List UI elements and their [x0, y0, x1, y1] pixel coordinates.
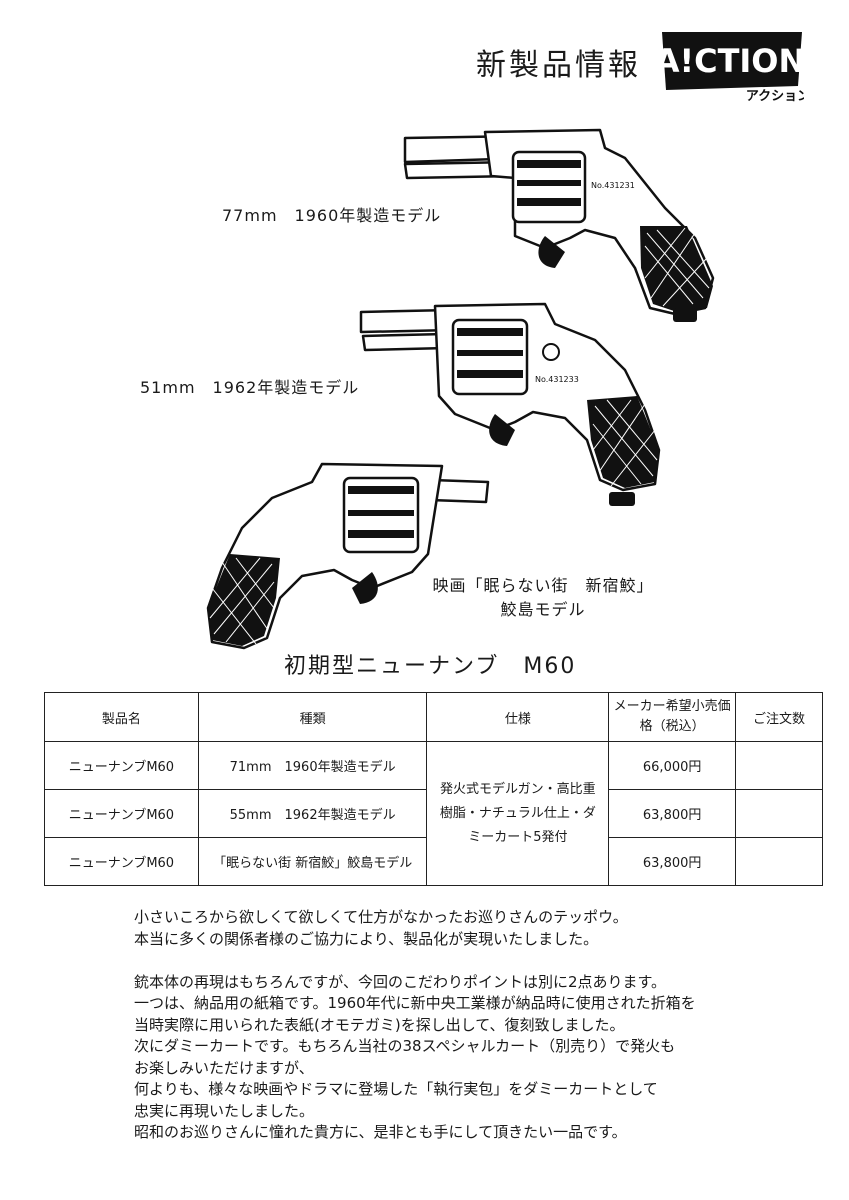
product-table: 製品名 種類 仕様 メーカー希望小売価格（税込） ご注文数 ニューナンブM60 … — [44, 692, 823, 886]
caption-gun-51mm: 51mm 1962年製造モデル — [140, 378, 360, 397]
header-product-name: 製品名 — [44, 692, 199, 742]
spec-line: 発火式モデルガン・高比重 — [440, 781, 596, 797]
svg-text:アクション: アクション — [746, 89, 804, 102]
description-line: 銃本体の再現はもちろんですが、今回のこだわりポイントは別に2点あります。 — [134, 972, 666, 991]
table-row: ニューナンブM60 71mm 1960年製造モデル 発火式モデルガン・高比重 樹… — [44, 741, 823, 886]
header-order-qty: ご注文数 — [735, 692, 823, 742]
caption-gun-samejima-line1: 映画「眠らない街 新宿鮫」 — [432, 576, 654, 595]
cell-type: 71mm 1960年製造モデル — [197, 741, 428, 790]
cell-price: 63,800円 — [608, 837, 737, 886]
description-line: 一つは、納品用の紙箱です。1960年代に新中央工業様が納品時に使用された折箱を — [134, 994, 696, 1012]
description-text: 小さいころから欲しくて欲しくて仕方がなかったお巡りさんのテッポウ。 本当に多くの… — [134, 907, 824, 1144]
description-line: お楽しみいただけますが、 — [134, 1058, 314, 1077]
brand-logo: A!CTION アクション — [658, 32, 804, 102]
table-header-row: 製品名 種類 仕様 メーカー希望小売価格（税込） ご注文数 — [44, 692, 823, 742]
description-line: 次にダミーカートです。もちろん当社の38スペシャルカート（別売り）で発火も — [134, 1037, 676, 1055]
cell-type: 55mm 1962年製造モデル — [197, 789, 428, 838]
cell-order-qty[interactable] — [735, 837, 823, 886]
spec-line: 樹脂・ナチュラル仕上・ダ — [439, 805, 596, 821]
description-line: 昭和のお巡りさんに憧れた貴方に、是非とも手にして頂きたい一品です。 — [134, 1123, 627, 1141]
revolver-samejima-illustration — [206, 462, 490, 650]
cell-order-qty[interactable] — [735, 789, 823, 838]
cell-product-name: ニューナンブM60 — [44, 741, 199, 790]
header-price: メーカー希望小売価格（税込） — [608, 692, 737, 742]
svg-text:No.431231: No.431231 — [591, 181, 635, 190]
caption-gun-77mm: 77mm 1960年製造モデル — [222, 206, 442, 225]
cell-order-qty[interactable] — [735, 741, 823, 790]
description-line: 当時実際に用いられた表紙(オモテガミ)を探し出して、復刻致しました。 — [134, 1015, 625, 1034]
cell-spec: 発火式モデルガン・高比重 樹脂・ナチュラル仕上・ダ ミーカート5発付 — [426, 741, 610, 886]
description-line: 忠実に再現いたしました。 — [134, 1101, 315, 1120]
description-line: 小さいころから欲しくて欲しくて仕方がなかったお巡りさんのテッポウ。 — [134, 908, 628, 926]
table-row: ニューナンブM60 55mm 1962年製造モデル 63,800円 — [44, 789, 823, 838]
description-line: 何よりも、様々な映画やドラマに登場した「執行実包」をダミーカートとして — [134, 1080, 658, 1098]
cell-price: 63,800円 — [608, 789, 737, 838]
revolver-51mm-illustration: No.431233 — [359, 302, 661, 506]
cell-price: 66,000円 — [608, 741, 737, 790]
cell-product-name: ニューナンブM60 — [44, 789, 199, 838]
cell-type: 「眠らない街 新宿鮫」鮫島モデル — [197, 837, 428, 886]
description-line: 本当に多くの関係者様のご協力により、製品化が実現いたしました。 — [134, 929, 599, 948]
cell-product-name: ニューナンブM60 — [44, 837, 199, 886]
svg-text:A!CTION: A!CTION — [658, 42, 804, 80]
caption-gun-samejima-line2: 鮫島モデル — [500, 600, 586, 619]
table-row: ニューナンブM60 「眠らない街 新宿鮫」鮫島モデル 63,800円 — [44, 837, 823, 886]
spec-line: ミーカート5発付 — [468, 829, 568, 845]
svg-text:No.431233: No.431233 — [535, 375, 579, 384]
page-title: 新製品情報 — [476, 48, 641, 83]
header-spec: 仕様 — [426, 692, 610, 742]
revolver-77mm-illustration: No.431231 — [403, 128, 715, 322]
header-type: 種類 — [197, 692, 428, 742]
product-title: 初期型ニューナンブ M60 — [284, 654, 577, 679]
